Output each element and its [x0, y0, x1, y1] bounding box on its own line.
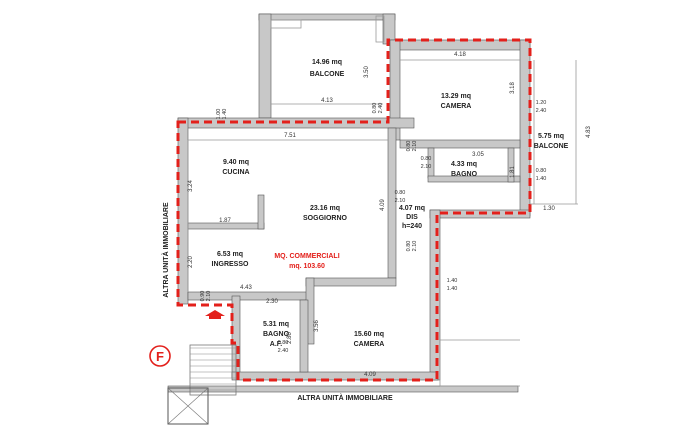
camera-top-area: 13.29 mq [441, 93, 471, 100]
dim-3.24: 3.24 [188, 180, 194, 192]
dim-4.09-vertical: 4.09 [380, 199, 386, 211]
note-2.10-bagno: 2.10 [412, 141, 418, 152]
dim-3.56: 3.56 [314, 320, 320, 332]
dim-2.20: 2.20 [188, 256, 194, 268]
dim-2.80: 2.80 [287, 332, 293, 344]
dim-1.87: 1.87 [219, 218, 231, 224]
balcone-right-name: BALCONE [534, 143, 569, 150]
dim-1.81: 1.81 [510, 166, 516, 178]
note-0.80-2.40-top: 0.80 [372, 103, 378, 114]
entrance-arrow-base [209, 316, 221, 319]
soggiorno-name: SOGGIORNO [303, 215, 348, 222]
elevator-shaft [167, 387, 209, 425]
dim-3.18: 3.18 [510, 82, 516, 94]
note-1.40-camera-2: 1.40 [447, 286, 458, 292]
note-0.80-bagno: 0.80 [406, 141, 412, 152]
dis-area: 4.07 mq [399, 205, 425, 212]
neighbor-bottom-label: ALTRA UNITÀ IMMOBILIARE [297, 393, 393, 402]
dis-name: DIS [406, 214, 418, 221]
dim-4.18: 4.18 [454, 52, 466, 58]
bagno-af-area: 5.31 mq [263, 321, 289, 328]
ingresso-name: INGRESSO [212, 261, 250, 268]
note-1.40-camera: 1.40 [447, 278, 458, 284]
cucina-name: CUCINA [222, 169, 249, 176]
note-0.80-dis-lower: 0.80 [406, 241, 412, 252]
commercial-label: MQ. COMMERCIALI [274, 253, 339, 260]
note-2.10-bagno-af: 2.40 [278, 348, 289, 354]
note-0.90: 0.90 [200, 291, 206, 302]
note-2.40-top: 2.40 [378, 103, 384, 114]
note-2.40-right: 2.40 [536, 108, 547, 114]
bagno-af-name: BAGNO [263, 331, 290, 338]
walls [167, 13, 531, 393]
note-0.80-bagno-af: 0.80 [278, 340, 289, 346]
dim-4.09: 4.09 [364, 372, 376, 378]
bagno-name: BAGNO [451, 171, 478, 178]
note-0.80-bagno-door: 0.80 [421, 156, 432, 162]
note-0.80-right: 0.80 [536, 168, 547, 174]
stair-block [167, 344, 237, 425]
dim-1.30: 1.30 [543, 206, 555, 212]
commercial-boundary [176, 38, 532, 382]
ingresso-area: 6.53 mq [217, 251, 243, 258]
dim-2.30: 2.30 [266, 299, 278, 305]
note-0.80-dis: 0.80 [395, 190, 406, 196]
dim-4.83: 4.83 [586, 126, 592, 138]
note-2.10-dis-lower: 2.10 [412, 241, 418, 252]
commercial-value: mq. 103.60 [289, 263, 325, 270]
bagno-area: 4.33 mq [451, 161, 477, 168]
note-2.10-dis: 2.10 [395, 198, 406, 204]
dim-3.05: 3.05 [472, 152, 484, 158]
note-2.10-entry: 2.10 [206, 291, 212, 302]
dim-3.50: 3.50 [364, 66, 370, 78]
dim-4.13: 4.13 [321, 98, 333, 104]
soggiorno-area: 23.16 mq [310, 205, 340, 212]
fixtures [187, 15, 578, 387]
balcone-top-name: BALCONE [310, 71, 345, 78]
dim-7.51: 7.51 [284, 133, 296, 139]
bagno-af-name2: A.F. [270, 341, 283, 348]
dim-4.43: 4.43 [240, 285, 252, 291]
note-1.20: 1.20 [536, 100, 547, 106]
balcone-top-area: 14.96 mq [312, 59, 342, 66]
note-2.10-bagno-door: 2.10 [421, 164, 432, 170]
neighbor-left-label: ALTRA UNITÀ IMMOBILIARE [161, 202, 170, 298]
cucina-area: 9.40 mq [223, 159, 249, 166]
camera-bottom-area: 15.60 mq [354, 331, 384, 338]
dis-height: h=240 [402, 223, 422, 230]
note-1.40-left: 1.40 [222, 109, 228, 120]
entrance-arrow-icon [205, 310, 225, 316]
camera-bottom-name: CAMERA [354, 341, 385, 348]
stair-outline [189, 344, 237, 396]
balcone-right-area: 5.75 mq [538, 133, 564, 140]
marker-letter: F [156, 349, 164, 364]
note-1.00: 1.00 [216, 109, 222, 120]
elevator-cross [167, 387, 209, 425]
marker-circle [149, 345, 171, 367]
note-1.40-right: 1.40 [536, 176, 547, 182]
camera-top-name: CAMERA [441, 103, 472, 110]
